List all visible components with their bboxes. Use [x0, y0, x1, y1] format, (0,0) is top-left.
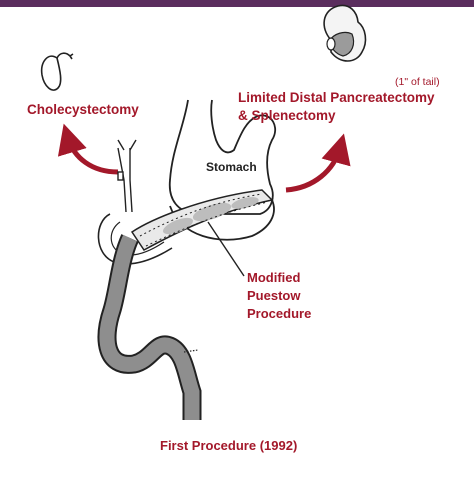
procedure-pointer — [207, 221, 245, 277]
label-distal-pancreatectomy: Limited Distal Pancreatectomy — [238, 90, 435, 105]
label-tail-note: (1" of tail) — [395, 76, 440, 88]
pancreatectomy-arrow — [285, 133, 351, 193]
pancreas — [130, 189, 274, 251]
stomach-outline — [168, 99, 277, 215]
label-procedure-line2: Puestow — [247, 288, 301, 303]
label-first-procedure: First Procedure (1992) — [160, 438, 298, 453]
label-cholecystectomy: Cholecystectomy — [27, 102, 139, 117]
label-stomach: Stomach — [206, 160, 257, 174]
label-procedure-line1: Modified — [247, 270, 301, 285]
top-border-bar — [0, 0, 474, 7]
label-procedure-line3: Procedure — [247, 306, 312, 321]
bile-duct — [117, 139, 137, 213]
label-splenectomy: & Splenectomy — [238, 108, 336, 123]
gallbladder-icon — [40, 52, 74, 91]
jejunum-limb-fill — [99, 234, 200, 420]
cholecystectomy-arrow — [57, 123, 119, 175]
spleen-icon — [323, 4, 367, 62]
jejunum-anastomosis — [183, 349, 199, 353]
